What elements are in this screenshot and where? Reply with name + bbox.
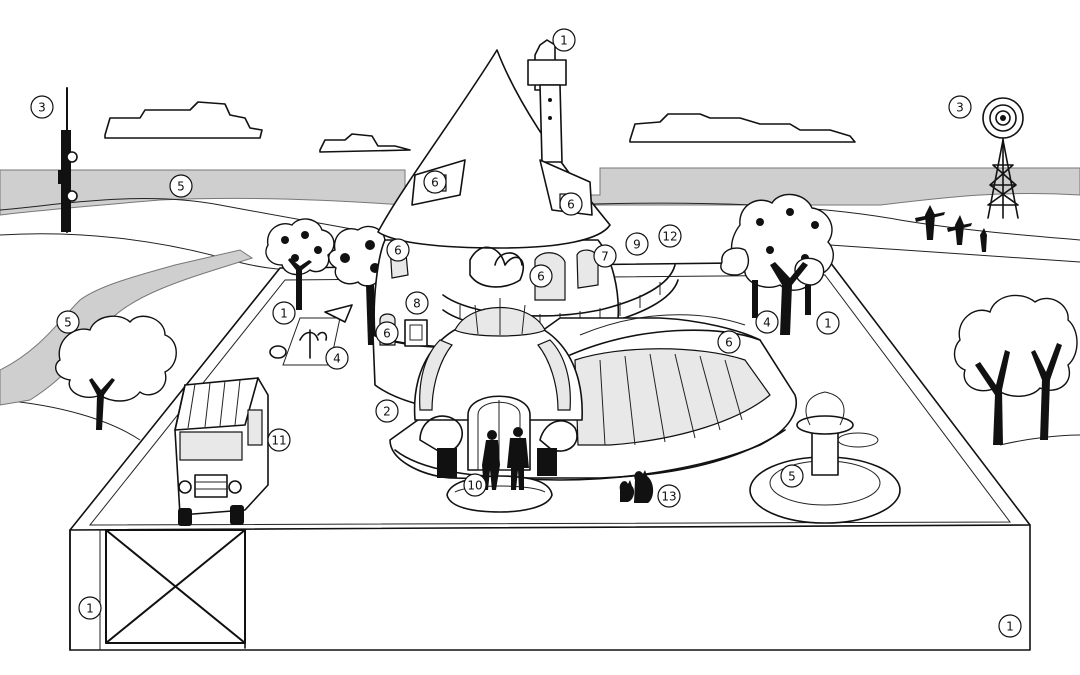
callout-circle: [463, 473, 487, 497]
callout-sign-8: 8: [405, 291, 429, 315]
callout-circle: [325, 346, 349, 370]
callout-number: 3: [38, 101, 46, 115]
callout-circle: [593, 244, 617, 268]
callout-circle: [998, 614, 1022, 638]
callout-number: 4: [763, 316, 771, 330]
callout-wall-left: 1: [272, 301, 296, 325]
callout-dormer-1: 6: [423, 170, 447, 194]
callout-number: 6: [383, 327, 391, 341]
bus: [174, 377, 269, 526]
callout-garden-right: 4: [755, 310, 779, 334]
callout-tower: 1: [552, 28, 576, 52]
callout-antenna-right: 3: [948, 95, 972, 119]
callout-circle: [375, 321, 399, 345]
garden-left: [269, 304, 353, 366]
callout-number: 7: [601, 250, 609, 264]
callout-door-6: 6: [375, 321, 399, 345]
callout-circle: [780, 464, 804, 488]
callout-number: 9: [633, 238, 641, 252]
callout-number: 5: [788, 470, 796, 484]
gate: [105, 529, 246, 644]
callout-number: 1: [280, 307, 288, 321]
distant-windmills: [915, 205, 987, 252]
callout-cats: 13: [657, 484, 681, 508]
callout-circle: [267, 428, 291, 452]
callout-number: 1: [1006, 620, 1014, 634]
callout-number: 2: [383, 405, 391, 419]
callout-circle: [386, 238, 410, 262]
callout-gate: 1: [78, 596, 102, 620]
house: [372, 39, 679, 413]
callout-number: 6: [537, 270, 545, 284]
callout-number: 3: [956, 101, 964, 115]
callout-people: 10: [463, 473, 487, 497]
callout-number: 8: [413, 297, 421, 311]
callout-circle: [169, 174, 193, 198]
callout-circle: [552, 28, 576, 52]
callout-number: 1: [824, 317, 832, 331]
callout-circle: [405, 291, 429, 315]
callout-band-top: 5: [169, 174, 193, 198]
callout-window-7: 7: [593, 244, 617, 268]
callout-circle: [529, 264, 553, 288]
callout-circle: [375, 399, 399, 423]
callout-number: 12: [662, 230, 677, 244]
callout-number: 5: [177, 180, 185, 194]
callout-number: 11: [271, 434, 286, 448]
callout-circle: [625, 232, 649, 256]
callout-number: 13: [661, 490, 676, 504]
callout-number: 6: [725, 336, 733, 350]
callout-dormer-2: 6: [559, 192, 583, 216]
callout-wall-right: 1: [816, 311, 840, 335]
callout-number: 4: [333, 352, 341, 366]
callout-circle: [30, 95, 54, 119]
callout-circle: [755, 310, 779, 334]
fruit-tree-right: [720, 193, 834, 335]
callout-house-base: 2: [375, 399, 399, 423]
callout-circle: [272, 301, 296, 325]
callout-number: 6: [431, 176, 439, 190]
callout-greenhouse: 6: [717, 330, 741, 354]
callout-balcony-12: 12: [658, 224, 682, 248]
callout-circle: [658, 224, 682, 248]
tree-left-big: [54, 315, 177, 430]
callout-circle: [717, 330, 741, 354]
callout-circle: [423, 170, 447, 194]
clouds: [104, 101, 856, 153]
hills: [0, 198, 1080, 446]
callout-number: 10: [467, 479, 482, 493]
callout-band-left: 5: [56, 310, 80, 334]
callout-number: 6: [567, 198, 575, 212]
antenna-mast-left: [58, 87, 78, 233]
callout-number: 5: [64, 316, 72, 330]
callout-number: 1: [560, 34, 568, 48]
callout-window-1: 6: [386, 238, 410, 262]
dome-entrance: [413, 298, 583, 513]
radio-tower-right: [982, 97, 1024, 219]
callout-circle: [78, 596, 102, 620]
callout-balcony-9: 9: [625, 232, 649, 256]
callout-fountain: 5: [780, 464, 804, 488]
fruit-tree-left: [265, 218, 335, 310]
callout-window-2: 6: [529, 264, 553, 288]
callout-circle: [559, 192, 583, 216]
callout-circle: [816, 311, 840, 335]
callout-circle: [948, 95, 972, 119]
callout-number: 1: [86, 602, 94, 616]
callout-bus: 11: [267, 428, 291, 452]
callout-number: 6: [394, 244, 402, 258]
callout-corner: 1: [998, 614, 1022, 638]
tree-right-big: [953, 294, 1078, 445]
callout-garden-left: 4: [325, 346, 349, 370]
callout-circle: [657, 484, 681, 508]
people: [482, 427, 529, 490]
callout-antenna-left: 3: [30, 95, 54, 119]
cats: [619, 470, 654, 503]
callout-circle: [56, 310, 80, 334]
